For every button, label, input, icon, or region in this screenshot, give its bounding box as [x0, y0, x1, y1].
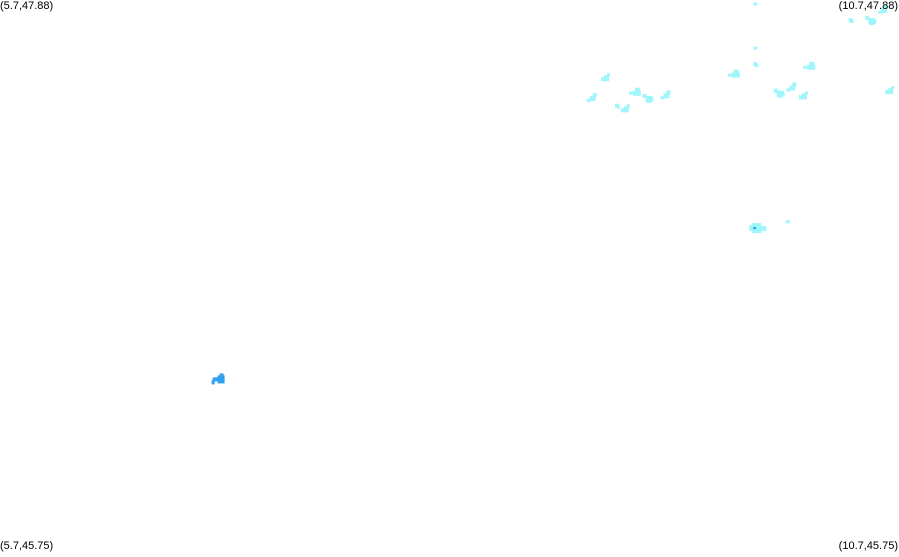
map-blob-cell [211, 380, 215, 385]
map-blob-cell [217, 375, 225, 384]
map-blob-cell [804, 91, 808, 95]
map-blob-cell [601, 77, 606, 82]
map-blob-cell [634, 87, 640, 92]
map-blob-core [753, 227, 757, 230]
map-blob-cell [891, 86, 895, 90]
map-blob-cell [649, 97, 654, 101]
map-blob-cell [885, 90, 890, 95]
map-blob-cell [751, 228, 754, 231]
map-blob-cell [731, 72, 740, 78]
map-blob-cluster-b-3 [773, 88, 785, 98]
map-blob-cell [753, 46, 758, 50]
map-blob-cluster-c-3 [878, 4, 888, 14]
map-blob-cell [792, 82, 797, 87]
map-blob-central-blob [749, 223, 767, 234]
map-blob-cell [733, 69, 739, 74]
map-blob-cell [789, 85, 796, 91]
map-blob-cell [773, 88, 778, 93]
map-blob-central-dot [785, 220, 790, 224]
map-blob-cell [646, 99, 652, 103]
map-blob-cell [776, 90, 784, 97]
map-blob-cell [628, 91, 633, 95]
map-blob-cell [620, 108, 625, 113]
map-blob-cluster-c-1 [848, 18, 854, 24]
map-blob-cluster-a-7 [620, 104, 630, 113]
map-blob-cluster-b-6 [803, 61, 816, 70]
map-blob-cluster-a-3 [628, 87, 641, 96]
map-blob-cell [752, 223, 762, 234]
map-blob-cluster-a-2 [601, 73, 611, 82]
map-blob-cluster-c-4 [885, 86, 895, 95]
map-blob-cell [758, 226, 767, 232]
map-blob-cell [798, 95, 803, 100]
map-blob-cluster-c-2 [865, 16, 877, 26]
map-blob-cell [884, 4, 888, 9]
map-blob-cluster-a-6 [660, 90, 671, 100]
map-blob-cluster-b-2 [753, 62, 759, 68]
map-blob-cell [589, 95, 596, 101]
map-blob-cluster-b-5 [798, 91, 808, 100]
map-blob-west-blob [211, 373, 225, 385]
map-blob-cell [780, 92, 785, 96]
map-blob-cell [645, 95, 653, 102]
map-blob-cluster-b-1 [727, 69, 740, 78]
map-blob-cell [604, 75, 610, 82]
map-blob-cell [642, 93, 647, 98]
map-blob-cell [878, 10, 882, 14]
map-blob-cell [872, 20, 877, 24]
map-blob-cluster-a-5 [642, 93, 654, 103]
corner-coordinate-bottom-left: (5.7,45.75) [0, 540, 54, 552]
map-blob-cell [868, 18, 876, 25]
map-blob-cell [801, 93, 807, 100]
map-blob-cell [807, 64, 816, 70]
map-blob-cell [212, 377, 219, 382]
map-blob-cell [616, 105, 620, 109]
map-blob-cell [755, 64, 759, 68]
corner-coordinate-top-left: (5.7,47.88) [0, 0, 54, 12]
blob-layer [211, 2, 895, 385]
map-blob-cell [869, 22, 875, 26]
map-blob-cluster-b-4 [786, 82, 797, 92]
map-blob-cell [632, 90, 641, 96]
map-blob-cell [623, 106, 629, 113]
map-blob-cell [888, 88, 894, 95]
map-blob-cell [809, 61, 815, 66]
map-blob-cell [785, 220, 790, 224]
map-blob-cell [663, 93, 670, 99]
map-blob-cell [865, 16, 870, 21]
map-blob-cell [850, 20, 854, 24]
map-blob-cell [727, 73, 732, 77]
map-blob-cluster-a-1 [586, 92, 597, 102]
map-blob-cell [660, 96, 665, 100]
map-blob-cell [881, 7, 887, 13]
map-blob-cluster-a-4 [614, 103, 620, 109]
map-blob-cell [786, 88, 791, 92]
map-blob-isolated-dot-2 [753, 46, 758, 50]
map-blob-cell [219, 373, 224, 377]
map-blob-isolated-dot-1 [753, 2, 758, 6]
map-blob-cell [666, 90, 671, 95]
corner-coordinate-bottom-right: (10.7,45.75) [838, 540, 898, 552]
map-blob-cell [586, 98, 591, 102]
map-blob-cell [626, 104, 630, 108]
map-blob-cell [803, 65, 808, 69]
map-blob-cell [607, 73, 611, 77]
map-blob-cell [777, 94, 783, 98]
map-blob-cell [753, 2, 758, 6]
map-blob-cell [592, 92, 597, 97]
corner-coordinate-top-right: (10.7,47.88) [838, 0, 898, 12]
